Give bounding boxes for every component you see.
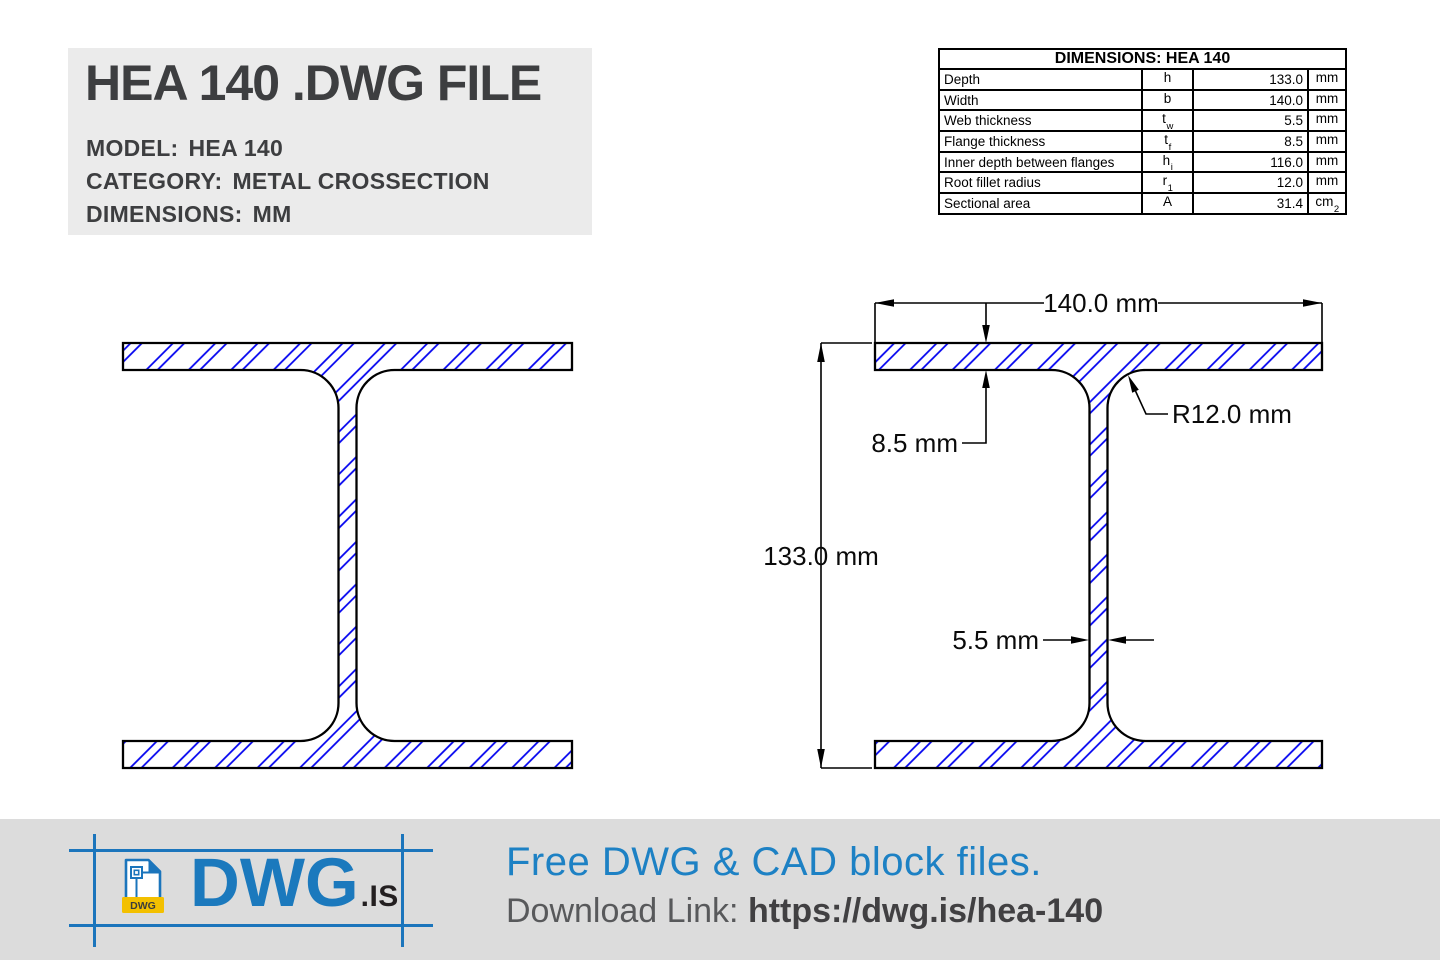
cad-frame-line — [401, 834, 404, 947]
row-property: Width — [939, 89, 1142, 111]
row-value: 133.0 — [1193, 69, 1308, 90]
row-unit: mm — [1308, 151, 1347, 173]
footer-banner: DWG DWG.IS Free DWG & CAD block files. D… — [0, 819, 1440, 960]
table-row: Width b 140.0 mm — [939, 89, 1347, 111]
row-unit: cm2 — [1308, 193, 1347, 214]
title-block: HEA 140 .DWG FILE MODEL: HEA 140 CATEGORY… — [68, 48, 592, 235]
row-value: 31.4 — [1193, 193, 1308, 214]
dimensions-table-title: DIMENSIONS: HEA 140 — [939, 49, 1347, 69]
download-line: Download Link: https://dwg.is/hea-140 — [506, 891, 1103, 931]
table-row: Sectional area A 31.4 cm2 — [939, 193, 1347, 214]
row-value: 8.5 — [1193, 131, 1308, 152]
row-property: Root fillet radius — [939, 172, 1142, 194]
row-property: Web thickness — [939, 110, 1142, 132]
row-value: 140.0 — [1193, 89, 1308, 111]
category-line: CATEGORY: METAL CROSSECTION — [86, 165, 490, 198]
dim-flange-thickness-label: 8.5 mm — [871, 428, 958, 458]
row-property: Inner depth between flanges — [939, 151, 1142, 173]
cross-section-drawing: 140.0 mm 133.0 mm 8.5 mm R12.0 mm 5.5 mm — [121, 288, 1324, 770]
row-property: Flange thickness — [939, 131, 1142, 152]
beam-section-left — [121, 341, 574, 770]
dwg-badge-label: DWG — [130, 900, 156, 912]
row-unit: mm — [1308, 131, 1347, 152]
row-unit: mm — [1308, 172, 1347, 194]
dimension-lines — [820, 302, 1323, 769]
dim-width-label: 140.0 mm — [1043, 288, 1159, 318]
row-symbol: tw — [1142, 110, 1193, 132]
dwg-file-icon: DWG — [122, 858, 164, 913]
dimensions-table: DIMENSIONS: HEA 140 Depth h 133.0 mm Wid… — [938, 48, 1348, 215]
row-value: 5.5 — [1193, 110, 1308, 132]
row-symbol: r1 — [1142, 172, 1193, 194]
table-row: Depth h 133.0 mm — [939, 69, 1347, 90]
dimensions-value: MM — [252, 201, 292, 227]
table-row: Web thickness tw 5.5 mm — [939, 110, 1347, 132]
dimension-arrowheads — [817, 299, 1322, 768]
row-property: Depth — [939, 69, 1142, 90]
model-label: MODEL: — [86, 135, 179, 161]
model-line: MODEL: HEA 140 — [86, 132, 490, 165]
table-row: Root fillet radius r1 12.0 mm — [939, 172, 1347, 194]
row-symbol: tf — [1142, 131, 1193, 152]
beam-section-right — [873, 341, 1324, 770]
row-symbol: hi — [1142, 151, 1193, 173]
row-symbol: b — [1142, 89, 1193, 111]
dimensions-line: DIMENSIONS: MM — [86, 198, 490, 231]
row-property: Sectional area — [939, 193, 1142, 214]
row-value: 12.0 — [1193, 172, 1308, 194]
cad-frame-line — [69, 849, 433, 852]
cad-frame-line — [93, 834, 96, 947]
dim-web-thickness-label: 5.5 mm — [952, 625, 1039, 655]
download-label: Download Link: — [506, 892, 739, 930]
dwg-logo[interactable]: DWG.IS — [190, 844, 399, 921]
page-title: HEA 140 .DWG FILE — [85, 55, 542, 111]
row-value: 116.0 — [1193, 151, 1308, 173]
category-value: METAL CROSSECTION — [232, 168, 490, 194]
model-value: HEA 140 — [188, 135, 284, 161]
dim-depth-label: 133.0 mm — [763, 541, 879, 571]
row-unit: mm — [1308, 110, 1347, 132]
cad-frame-line — [69, 924, 433, 927]
title-info: MODEL: HEA 140 CATEGORY: METAL CROSSECTION… — [86, 132, 490, 231]
row-symbol: h — [1142, 69, 1193, 90]
row-unit: mm — [1308, 69, 1347, 90]
row-symbol: A — [1142, 193, 1193, 214]
dwg-logo-suffix: .IS — [360, 880, 399, 913]
dimensions-label: DIMENSIONS: — [86, 201, 243, 227]
download-url[interactable]: https://dwg.is/hea-140 — [747, 892, 1104, 930]
footer-tagline: Free DWG & CAD block files. — [506, 840, 1042, 884]
table-row: Flange thickness tf 8.5 mm — [939, 131, 1347, 152]
row-unit: mm — [1308, 89, 1347, 111]
category-label: CATEGORY: — [86, 168, 223, 194]
dim-fillet-radius-label: R12.0 mm — [1172, 399, 1292, 429]
table-row: Inner depth between flanges hi 116.0 mm — [939, 151, 1347, 173]
